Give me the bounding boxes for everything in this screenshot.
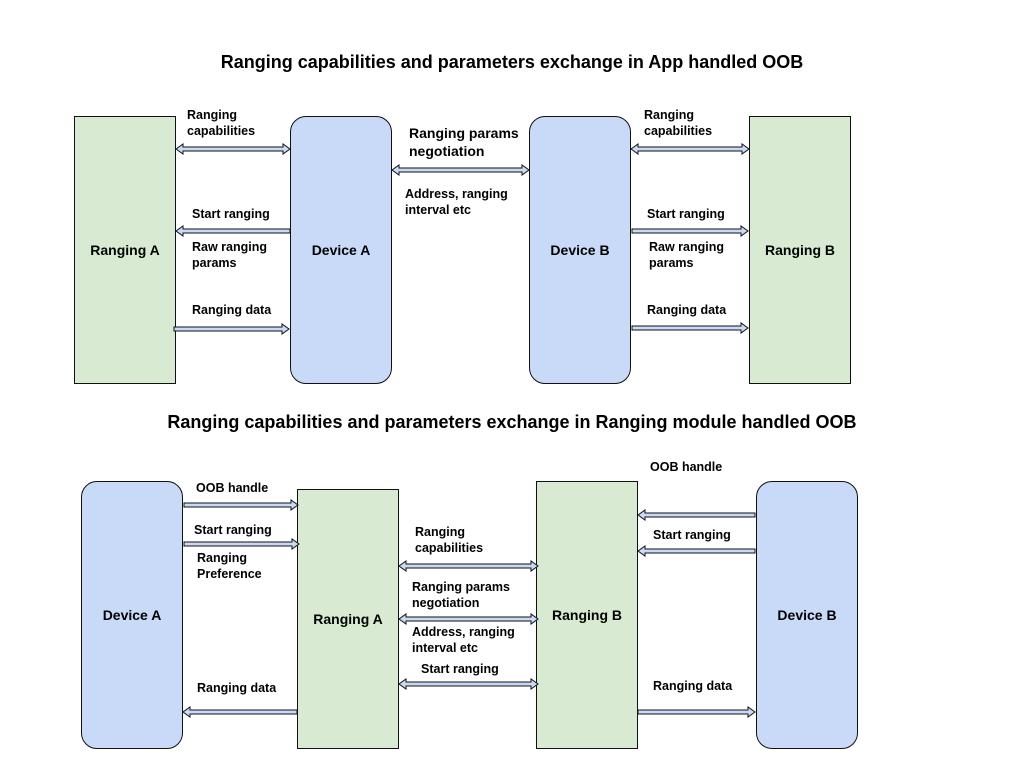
bottom-left-start-ranging-arrow [183, 538, 300, 550]
bottom-mid-capabilities-label: Ranging capabilities [415, 525, 484, 555]
bottom-ranging-b-box: Ranging B [536, 481, 638, 749]
bottom-left-preference-label: Ranging Preference [197, 551, 262, 581]
top-right-capabilities-label: Ranging capabilities [644, 108, 713, 138]
bottom-right-oob-label: OOB handle [650, 460, 723, 474]
bottom-diagram-title: Ranging capabilities and parameters exch… [167, 412, 857, 432]
top-left-ranging-data-arrow [173, 323, 290, 335]
bottom-mid-start-ranging-arrow [398, 678, 539, 690]
bottom-left-ranging-data-label: Ranging data [197, 681, 277, 695]
top-device-b-label: Device B [550, 242, 610, 258]
top-right-ranging-data-label: Ranging data [647, 303, 727, 317]
top-ranging-a-label: Ranging A [90, 242, 160, 258]
bottom-device-b-label: Device B [777, 607, 837, 623]
top-device-a-box: Device A [290, 116, 392, 384]
bottom-device-b-box: Device B [756, 481, 858, 749]
top-ranging-a-box: Ranging A [74, 116, 176, 384]
bottom-left-oob-label: OOB handle [196, 481, 269, 495]
bottom-right-ranging-data-arrow [637, 706, 756, 718]
top-left-capabilities-arrow [175, 143, 291, 155]
bottom-mid-start-ranging-label: Start ranging [421, 662, 499, 676]
top-ranging-b-box: Ranging B [749, 116, 851, 384]
top-right-capabilities-arrow [630, 143, 750, 155]
bottom-right-start-ranging-arrow [637, 545, 756, 557]
top-right-raw-params-label: Raw ranging params [649, 240, 725, 270]
bottom-mid-negotiation-label: Ranging params negotiation [412, 580, 510, 610]
top-left-capabilities-label: Ranging capabilities [187, 108, 256, 138]
top-right-start-ranging-arrow [631, 225, 749, 237]
top-left-start-ranging-label: Start ranging [192, 207, 270, 221]
bottom-ranging-a-box: Ranging A [297, 489, 399, 749]
bottom-right-ranging-data-label: Ranging data [653, 679, 733, 693]
top-mid-negotiation-label: Ranging params negotiation [409, 125, 519, 159]
top-left-start-ranging-arrow [175, 225, 291, 237]
top-right-start-ranging-label: Start ranging [647, 207, 725, 221]
top-device-a-label: Device A [311, 242, 371, 258]
bottom-left-oob-arrow [183, 499, 299, 511]
top-left-ranging-data-label: Ranging data [192, 303, 272, 317]
bottom-right-oob-arrow [637, 509, 756, 521]
bottom-left-ranging-data-arrow [182, 706, 298, 718]
top-device-b-box: Device B [529, 116, 631, 384]
bottom-right-start-ranging-label: Start ranging [653, 528, 731, 542]
bottom-mid-negotiation-arrow [398, 613, 539, 625]
top-mid-negotiation-arrow [391, 164, 530, 176]
bottom-mid-capabilities-arrow [398, 560, 539, 572]
bottom-ranging-b-label: Ranging B [552, 607, 622, 623]
bottom-mid-address-label: Address, ranging interval etc [412, 625, 515, 655]
top-right-ranging-data-arrow [631, 322, 749, 334]
top-mid-address-label: Address, ranging interval etc [405, 187, 508, 217]
bottom-device-a-label: Device A [102, 607, 162, 623]
top-diagram-title: Ranging capabilities and parameters exch… [220, 52, 804, 72]
bottom-ranging-a-label: Ranging A [313, 611, 383, 627]
bottom-device-a-box: Device A [81, 481, 183, 749]
bottom-left-start-ranging-label: Start ranging [194, 523, 272, 537]
top-left-raw-params-label: Raw ranging params [192, 240, 268, 270]
top-ranging-b-label: Ranging B [765, 242, 835, 258]
